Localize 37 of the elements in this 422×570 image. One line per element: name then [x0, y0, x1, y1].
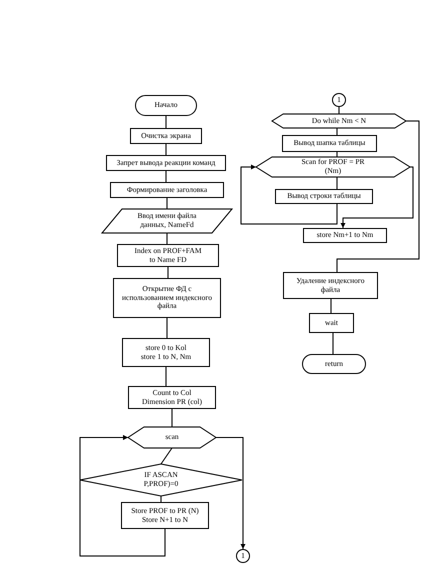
flow-line — [336, 176, 338, 190]
terminator — [135, 95, 197, 116]
input-parallelogram — [102, 209, 232, 233]
process-box — [282, 135, 377, 152]
flow-line — [160, 496, 162, 502]
flow-line — [330, 298, 332, 314]
loop-hexagon — [128, 427, 216, 448]
flow-line — [332, 332, 334, 354]
flow-arrow — [340, 166, 414, 228]
process-box — [128, 386, 216, 409]
process-box — [110, 182, 224, 198]
flow-arrow — [216, 437, 246, 550]
connector-circle — [236, 549, 250, 563]
process-box — [283, 272, 378, 299]
process-box — [303, 228, 387, 243]
process-box — [275, 189, 373, 204]
decision-diamond — [80, 464, 242, 496]
process-box — [106, 155, 226, 171]
loop-hexagon — [256, 157, 410, 177]
flow-line — [166, 198, 168, 210]
terminator — [302, 354, 366, 374]
flow-line — [338, 106, 340, 114]
process-box — [121, 502, 209, 529]
process-box — [117, 244, 219, 267]
flow-line — [160, 448, 172, 464]
process-box — [309, 313, 354, 333]
flow-line — [166, 232, 168, 244]
process-box — [130, 128, 202, 144]
process-box — [122, 338, 210, 367]
flow-arrow — [240, 164, 338, 224]
loop-hexagon — [272, 114, 406, 128]
flow-line — [336, 152, 338, 158]
flow-line — [336, 120, 420, 272]
flow-line — [166, 318, 168, 338]
connector-circle — [332, 93, 346, 107]
flow-line — [336, 128, 338, 136]
process-box — [113, 278, 221, 318]
